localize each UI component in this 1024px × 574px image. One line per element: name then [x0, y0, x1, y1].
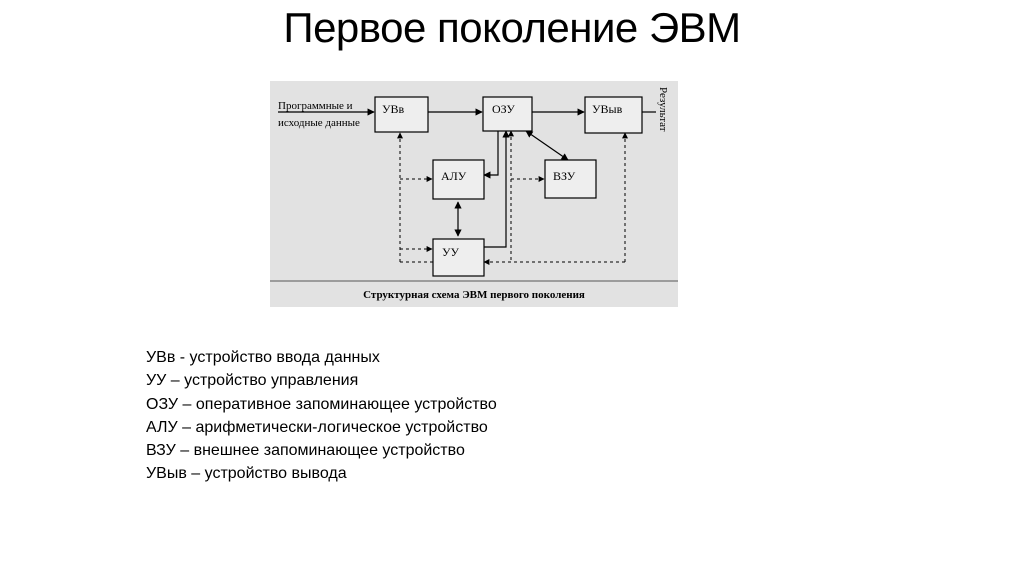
uu-ozu-arrow: [484, 130, 510, 248]
node-uvyv-label: УВыв: [592, 102, 623, 116]
node-uu: УУ: [432, 238, 485, 277]
input-label-line2: исходные данные: [278, 117, 360, 129]
node-ozu-label: ОЗУ: [492, 102, 515, 116]
legend-item: АЛУ – арифметически-логическое устройств…: [146, 418, 488, 436]
node-uvyv: УВыв: [584, 96, 643, 134]
node-uvv: УВв: [374, 96, 429, 133]
node-vzu: ВЗУ: [544, 159, 597, 199]
ozu-alu-arrow: [483, 131, 499, 179]
legend-item: УВыв – устройство вывода: [146, 465, 347, 483]
node-uvv-label: УВв: [382, 102, 405, 116]
node-alu: АЛУ: [432, 159, 485, 200]
node-vzu-label: ВЗУ: [553, 169, 576, 183]
legend-item: УВв - устройство ввода данных: [146, 349, 380, 366]
output-label: Результат: [657, 87, 669, 132]
legend-item: ОЗУ – оперативное запоминающее устройств…: [146, 395, 497, 413]
diagram-caption: Структурная схема ЭВМ первого поколения: [363, 289, 585, 301]
node-uu-label: УУ: [442, 245, 459, 259]
input-label-line1: Программные и: [278, 100, 353, 112]
structure-diagram: УВв ОЗУ УВыв АЛУ ВЗУ УУ Программные и ис…: [270, 81, 678, 307]
legend-item: ВЗУ – внешнее запоминающее устройство: [146, 442, 465, 460]
node-alu-label: АЛУ: [441, 169, 467, 183]
node-ozu: ОЗУ: [482, 96, 533, 132]
ozu-vzu-arrow: [525, 130, 569, 161]
page-title: Первое поколение ЭВМ: [283, 4, 741, 51]
legend-item: УУ – устройство управления: [146, 372, 359, 390]
abbreviation-legend: УВв - устройство ввода данных УУ – устро…: [146, 346, 497, 486]
